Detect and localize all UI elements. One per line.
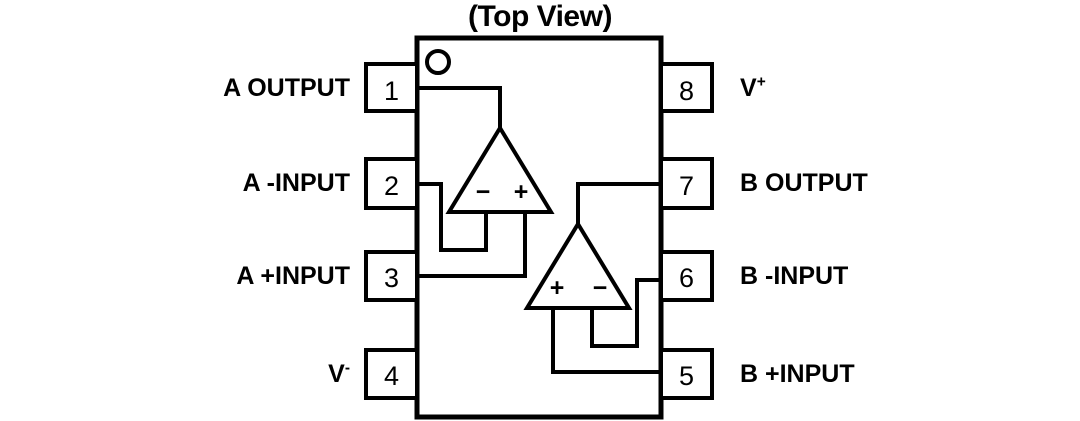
pin-number-4: 4: [383, 361, 400, 391]
pin-label-8-sup: +: [756, 73, 766, 91]
pin-label-2-text: A -INPUT: [242, 169, 350, 197]
wire-pin7-to-ampB-output: [576, 182, 661, 224]
pin-box-2[interactable]: [364, 157, 419, 210]
amplifier-A-minus-terminal: −: [476, 178, 491, 206]
pin-number-6: 6: [678, 263, 695, 293]
wire-pin2-to-ampA-minus: [417, 182, 488, 252]
pin-box-6[interactable]: [659, 250, 714, 302]
pin-label-2: A -INPUT: [40, 170, 350, 196]
pin-label-7: B OUTPUT: [740, 170, 1060, 196]
pin-number-7: 7: [678, 171, 695, 201]
pin-number-5: 5: [678, 361, 695, 391]
wire-pin5-to-ampB-plus: [551, 309, 661, 374]
pin-number-3: 3: [383, 263, 400, 293]
amplifier-B-plus-terminal: +: [550, 274, 565, 302]
pin-number-8: 8: [678, 76, 695, 106]
pin-label-6: B -INPUT: [740, 263, 1060, 289]
pin-box-1[interactable]: [364, 62, 419, 113]
pin-label-3: A +INPUT: [40, 263, 350, 289]
pin-label-8-text: V: [740, 74, 757, 102]
wire-pin6-to-ampB-minus: [590, 278, 661, 348]
amplifier-B-symbol: [523, 220, 633, 310]
amplifier-A-plus-terminal: +: [514, 178, 529, 206]
pin-label-4-sup: -: [344, 359, 350, 377]
pin-label-7-text: B OUTPUT: [740, 169, 868, 197]
pin-number-1: 1: [383, 76, 400, 106]
package-body: [414, 35, 664, 420]
pin-label-5-text: B +INPUT: [740, 360, 855, 388]
pin-box-3[interactable]: [364, 250, 419, 302]
page-title: (Top View): [468, 0, 612, 33]
wire-pin3-to-ampA-plus: [417, 213, 527, 278]
pin-label-4: V-: [40, 359, 350, 388]
pin-box-4[interactable]: [364, 348, 419, 400]
pin-label-4-text: V: [328, 360, 345, 388]
pin-number-2: 2: [383, 171, 400, 201]
pin-box-8[interactable]: [659, 62, 714, 113]
wire-pin1-to-ampA-output: [417, 86, 502, 128]
pin-label-6-text: B -INPUT: [740, 262, 849, 290]
amplifier-B-minus-terminal: −: [593, 274, 608, 302]
pin-label-3-text: A +INPUT: [236, 262, 350, 290]
pin-label-8: V+: [740, 73, 1060, 102]
pin-label-1: A OUTPUT: [40, 75, 350, 101]
pin-box-7[interactable]: [659, 157, 714, 210]
pin-label-1-text: A OUTPUT: [223, 74, 350, 102]
pin-1-dot-icon: [425, 49, 451, 75]
amplifier-A-symbol: [445, 124, 555, 214]
pin-label-5: B +INPUT: [740, 361, 1060, 387]
